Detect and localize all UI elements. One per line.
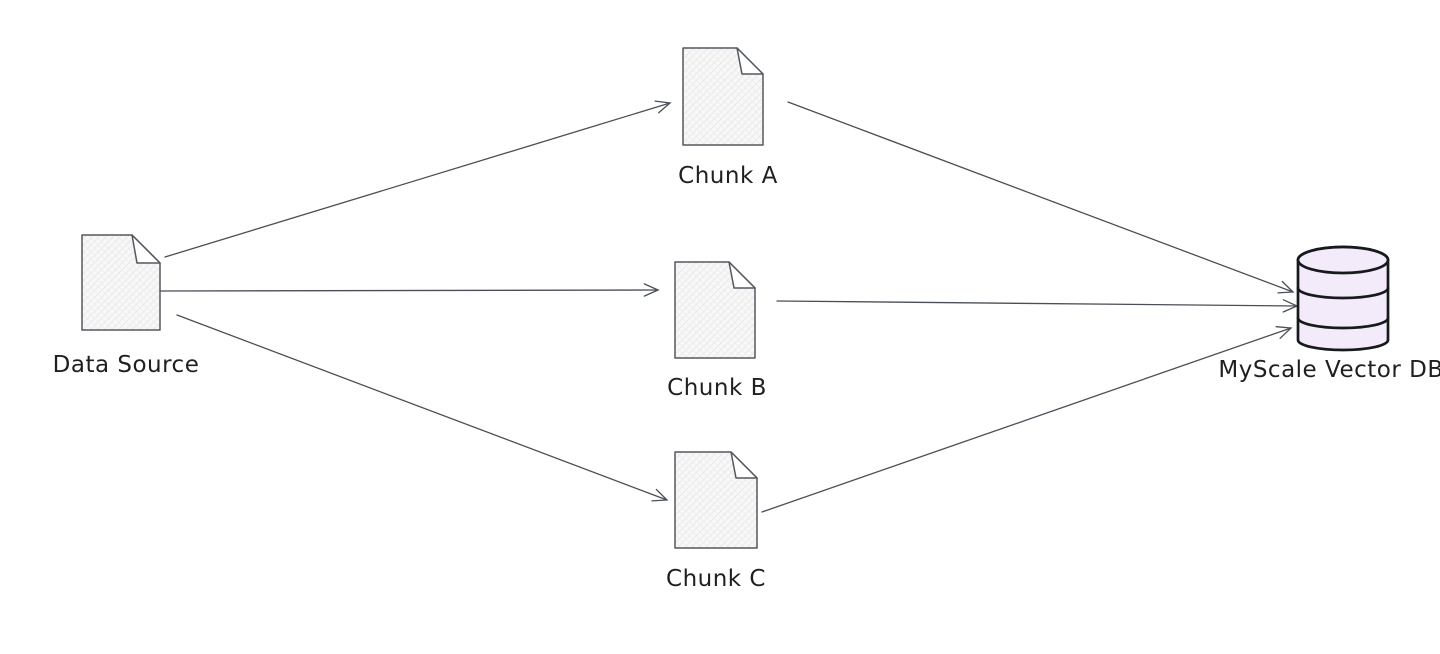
arrowhead-icon [643,283,660,297]
edge-line [761,327,1292,513]
arrowhead-icon [654,100,672,114]
edge-chunk-b-to-myscale-vector-db [776,299,1299,313]
node-myscale-vector-db [1296,245,1390,352]
nodes-layer [81,47,1390,549]
edge-line [164,102,671,258]
node-chunk-a [682,47,764,146]
arrowhead-icon [1275,326,1293,339]
edge-line [159,289,659,292]
edge-chunk-a-to-myscale-vector-db [787,101,1295,294]
node-label-data-source: Data Source [52,352,200,378]
document-fold-corner [131,234,161,264]
node-label-chunk-a: Chunk A [678,163,778,189]
arrowhead-icon [651,488,669,502]
node-chunk-b [674,261,756,359]
node-label-myscale-vector-db: MyScale Vector DB [1218,357,1440,383]
edge-data-source-to-chunk-b [159,283,660,297]
edge-data-source-to-chunk-a [164,100,672,258]
edges-layer [159,100,1299,513]
edge-chunk-c-to-myscale-vector-db [761,326,1293,513]
document-fold-corner [730,451,758,479]
edge-line [176,314,668,501]
node-data-source [81,234,161,331]
node-label-chunk-c: Chunk C [666,566,766,592]
node-label-chunk-b: Chunk B [667,375,767,401]
database-divider-2 [1296,316,1390,330]
edge-line [776,300,1298,307]
document-fold-corner [736,47,764,75]
edge-data-source-to-chunk-c [176,314,669,502]
node-chunk-c [674,451,758,549]
database-divider-1 [1296,286,1390,300]
arrowhead-icon [1277,280,1295,294]
document-fold-corner [728,261,756,289]
edge-line [787,101,1294,293]
database-top-rim [1296,245,1390,275]
document-icon [81,234,161,331]
